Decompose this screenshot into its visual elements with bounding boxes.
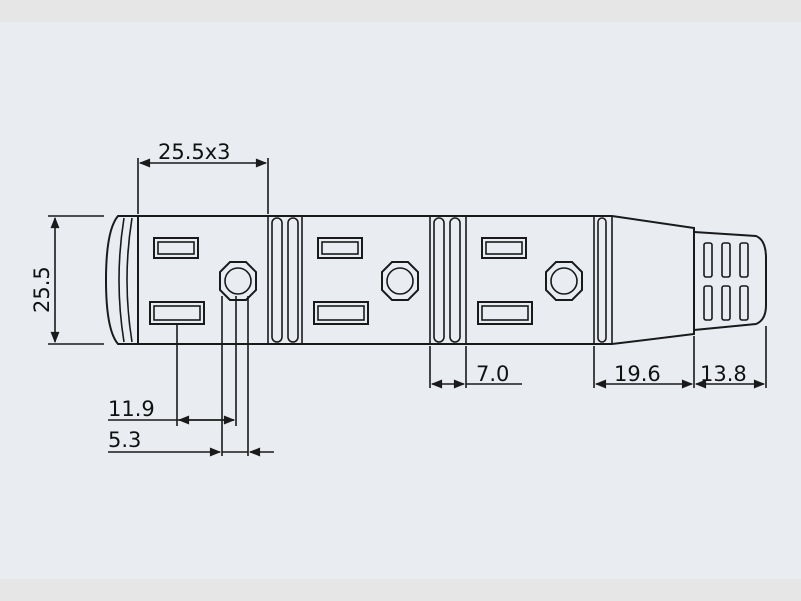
groove-3: [593, 216, 613, 344]
groove-2: [429, 216, 467, 344]
dim-height-label: 25.5: [30, 266, 54, 313]
groove-1: [267, 216, 303, 344]
left-end-cap: [104, 215, 138, 345]
dimension-cap-length: 19.6: [593, 336, 695, 389]
dimension-tip-length: 13.8: [694, 326, 767, 389]
dim-ground-offset-label: 5.3: [108, 428, 141, 452]
receptacle-2: [313, 237, 419, 325]
dimension-height: 25.5: [30, 215, 104, 345]
receptacle-1: [149, 237, 257, 325]
dimension-top-width: 25.5x3: [137, 140, 269, 214]
dim-cap-length-label: 19.6: [614, 362, 661, 386]
top-band: [0, 0, 801, 22]
dim-slot-offset-label: 11.9: [108, 397, 155, 421]
ribbed-tip: [693, 231, 767, 331]
dimension-ground-offset: 5.3: [108, 296, 274, 457]
dim-tip-length-label: 13.8: [700, 362, 747, 386]
left-cap-ring: [118, 217, 125, 343]
left-cap-ring-2: [126, 217, 133, 343]
receptacle-3: [477, 237, 583, 325]
dim-top-width-label: 25.5x3: [158, 140, 231, 164]
dim-ring-gap-label: 7.0: [476, 362, 509, 386]
dimension-slot-offset: 11.9: [108, 296, 237, 426]
bottom-band: [0, 579, 801, 601]
outlet-body: [104, 215, 767, 345]
dimension-ring-gap: 7.0: [429, 346, 522, 389]
tapered-cap: [611, 215, 695, 345]
